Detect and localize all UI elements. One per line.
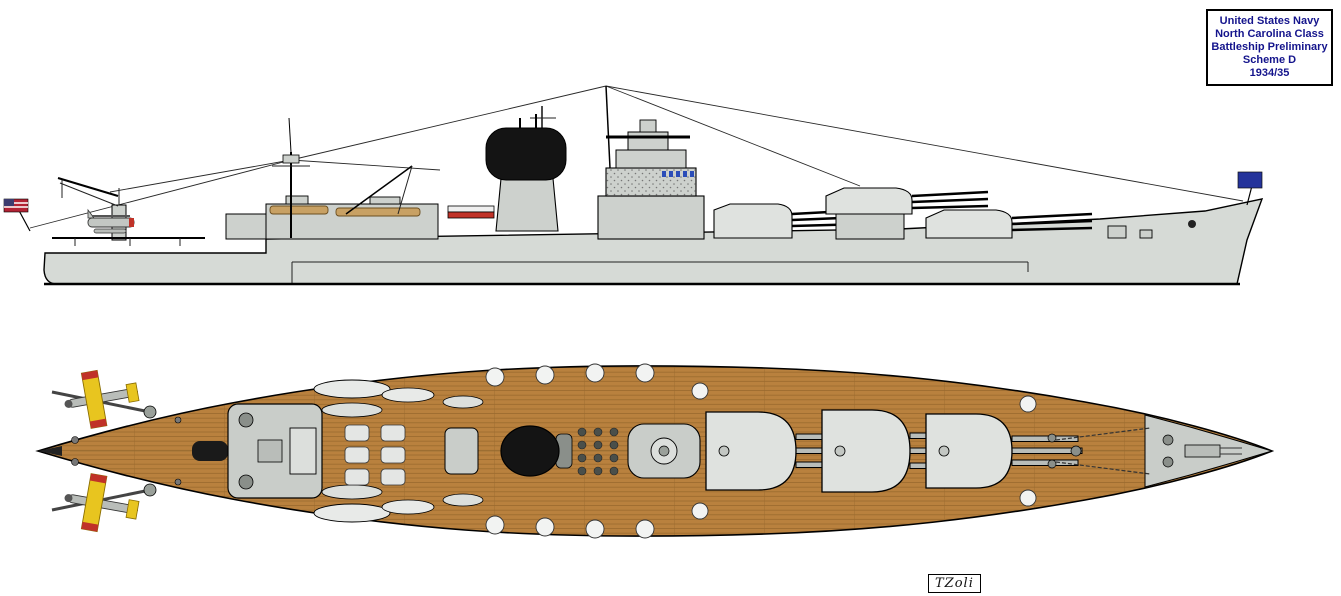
funnel-plan: [500, 425, 573, 477]
title-box: United States Navy North Carolina Class …: [1206, 9, 1333, 86]
artist-signature: TZoli: [928, 574, 981, 593]
foremast: [605, 85, 611, 169]
side-profile-view: [3, 85, 1264, 286]
boats-plan: [313, 379, 435, 523]
floatplane-side: [87, 208, 135, 234]
secondary-mounts-plan: [485, 363, 1037, 539]
turret-a-plan: [925, 413, 1083, 489]
forward-tower-side: [597, 85, 705, 240]
conning-tower-plan: [627, 423, 701, 479]
bow-crest-icon: [1188, 220, 1196, 228]
armor-belt-line: [291, 261, 1029, 283]
floatplane-plan-port: [64, 369, 140, 429]
boat-crane-side: [345, 165, 413, 215]
fire-director: [627, 131, 669, 151]
us-flag-icon: [3, 198, 29, 213]
forecastle-fittings-plan: [1047, 427, 1242, 475]
aft-superstructure-side: [225, 195, 439, 240]
rigging-lines: [29, 85, 1244, 229]
bridge-windows: [662, 171, 694, 177]
motor-boat-side: [447, 205, 495, 219]
title-line-class: North Carolina Class: [1215, 28, 1324, 40]
title-line-navy: United States Navy: [1219, 15, 1320, 27]
aft-winch: [192, 441, 228, 461]
title-line-type: Battleship Preliminary: [1211, 41, 1328, 53]
aft-mast: [272, 117, 310, 238]
bow-fittings-side: [1107, 220, 1196, 239]
bow-jackstaff: [1237, 171, 1263, 206]
uptake-vents-plan: [577, 427, 619, 476]
stern-flagstaff: [3, 198, 31, 232]
funnel-cap: [485, 127, 567, 181]
ships-boats-side: [269, 205, 421, 217]
funnel-side: [485, 106, 567, 232]
aft-deckhouse-plan: [227, 403, 323, 499]
stern-catapult-side: [52, 237, 205, 246]
stern-tip: [38, 446, 62, 456]
floatplane-plan-starboard: [64, 473, 140, 533]
stern-deck-fittings: [71, 416, 182, 486]
title-line-scheme: Scheme D: [1242, 54, 1297, 66]
turret-b-side: [825, 187, 989, 240]
title-line-year: 1934/35: [1249, 67, 1290, 79]
midship-structure-plan: [442, 395, 484, 507]
jack-flag-icon: [1237, 171, 1263, 189]
deck-plan-view: [35, 363, 1275, 539]
turret-a-side: [925, 209, 1093, 239]
